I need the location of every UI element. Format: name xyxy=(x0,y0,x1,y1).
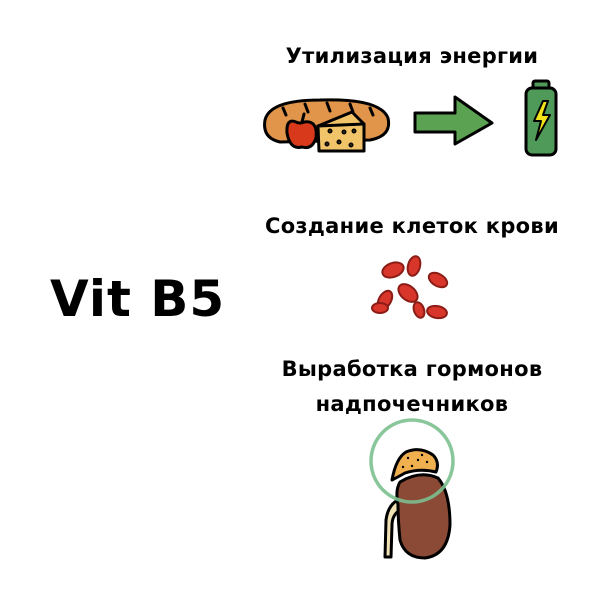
heading-hormones-line2: надпочечников xyxy=(315,392,509,416)
arrow-right-icon xyxy=(413,95,494,146)
battery-icon xyxy=(524,79,558,157)
adrenal-gland-icon xyxy=(390,448,439,482)
heading-blood-cells: Создание клеток крови xyxy=(264,214,559,238)
highlight-circle-icon xyxy=(369,418,455,504)
cheese-icon xyxy=(316,110,366,153)
heading-energy: Утилизация энергии xyxy=(285,44,539,68)
red-blood-cells-icon xyxy=(371,255,449,320)
heading-hormones-line1: Выработка гормонов xyxy=(281,357,543,381)
apple-icon xyxy=(285,112,318,150)
main-title: Vit B5 xyxy=(50,270,226,328)
